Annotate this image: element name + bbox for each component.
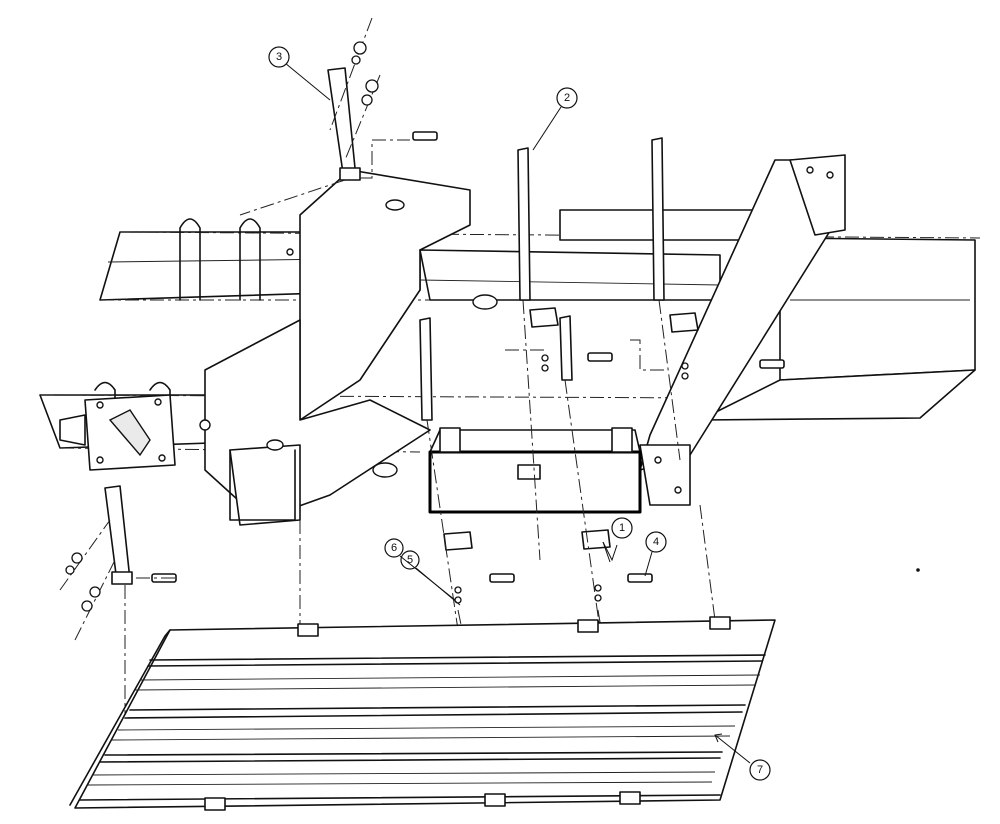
running-board — [69, 616, 776, 811]
clamp-pads — [443, 307, 699, 551]
hanger-bracket-lower — [104, 485, 133, 585]
callout-4: 4 — [644, 531, 667, 577]
fasteners — [59, 17, 689, 641]
right-diagonal-arm — [639, 154, 846, 506]
callout-7: 7 — [714, 733, 771, 781]
callout-5-label: 5 — [407, 554, 413, 566]
callout-4-label: 4 — [653, 536, 659, 548]
hanger-bracket-upper — [327, 67, 361, 181]
callout-1-label: 1 — [619, 522, 625, 534]
mounting-straps — [419, 137, 665, 421]
stray-dot — [916, 568, 920, 572]
left-mount-plate — [59, 394, 176, 471]
callout-3: 3 — [268, 46, 331, 101]
frame-rail-right — [559, 209, 976, 421]
callout-2: 2 — [532, 87, 578, 151]
center-spacer-box — [428, 427, 642, 514]
u-bolts — [94, 218, 261, 451]
cross-member — [199, 169, 721, 526]
callout-7-label: 7 — [757, 764, 763, 776]
callout-6: 6 — [384, 538, 456, 601]
callout-3-label: 3 — [276, 51, 282, 63]
callout-1: 1 — [602, 517, 633, 563]
callout-2-label: 2 — [564, 92, 570, 104]
clips — [151, 131, 785, 583]
callout-6-label: 6 — [391, 542, 397, 554]
